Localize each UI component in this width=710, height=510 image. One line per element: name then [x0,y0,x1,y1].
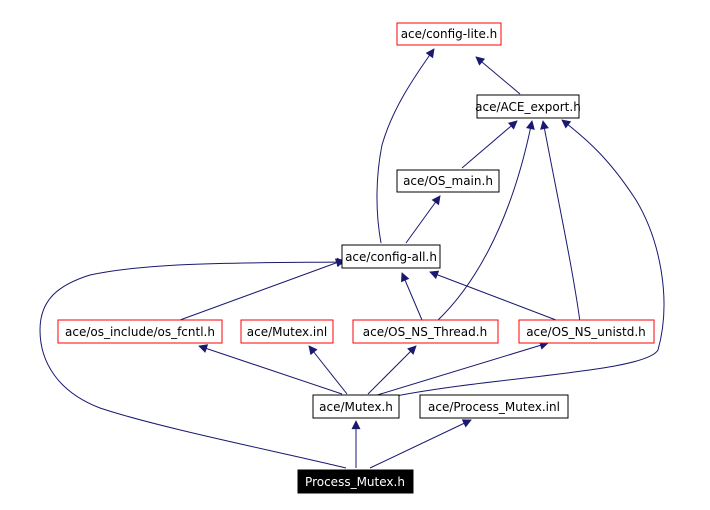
node-os-fcntl[interactable]: ace/os_include/os_fcntl.h [57,319,223,344]
node-label: ace/OS_NS_unistd.h [526,325,646,339]
node-box [396,22,502,46]
node-box [240,319,334,344]
node-label: ace/OS_main.h [403,174,493,188]
edge-process-mutex-to-config-all [39,257,347,469]
node-box [518,319,655,344]
node-os-main[interactable]: ace/OS_main.h [396,169,500,193]
node-config-all[interactable]: ace/config-all.h [341,244,441,269]
edge-unistd-to-config-all [429,270,557,321]
node-label: ace/Mutex.h [319,400,393,414]
edge-fcntl-to-config-all [179,258,345,321]
node-label: ace/config-all.h [345,250,437,264]
node-process-mutex-inl[interactable]: ace/Process_Mutex.inl [419,394,569,419]
edge-thread-to-export [435,120,535,323]
edge-config-all-to-os-main [405,195,441,244]
node-label: Process_Mutex.h [305,475,405,489]
node-box [312,394,400,419]
node-box [419,394,569,419]
node-os-ns-unistd[interactable]: ace/OS_NS_unistd.h [518,319,655,344]
node-box [297,469,414,494]
edge-mutex-h-to-unistd [373,341,549,397]
node-label: ace/Mutex.inl [247,325,327,339]
node-box [396,169,500,193]
node-process-mutex-h[interactable]: Process_Mutex.h [297,469,414,494]
edge-process-mutex-to-process-mutex-inl [369,419,472,469]
edge-thread-to-config-all [401,272,423,321]
node-os-ns-thread[interactable]: ace/OS_NS_Thread.h [352,319,499,344]
edge-mutex-h-to-fcntl [198,344,343,395]
node-box [476,94,580,119]
node-label: ace/config-lite.h [401,27,498,41]
node-box [341,244,441,269]
node-config-lite[interactable]: ace/config-lite.h [396,22,502,46]
node-mutex-h[interactable]: ace/Mutex.h [312,394,400,419]
node-box [57,319,223,344]
edge-mutex-h-to-thread [367,345,417,395]
edge-unistd-to-export [540,120,581,323]
node-mutex-inl[interactable]: ace/Mutex.inl [240,319,334,344]
node-label: ace/ACE_export.h [475,100,581,114]
edge-os-main-to-export [461,120,518,169]
node-label: ace/os_include/os_fcntl.h [65,325,215,339]
edge-export-to-config-lite [475,56,521,95]
node-label: ace/OS_NS_Thread.h [363,325,487,339]
edges [39,48,665,469]
edge-mutex-h-to-mutex-inl [308,345,348,395]
node-label: ace/Process_Mutex.inl [428,400,560,414]
node-ace-export[interactable]: ace/ACE_export.h [475,94,581,119]
edge-mutex-h-to-export [395,119,665,397]
edge-config-all-to-config-lite [376,48,435,244]
node-box [352,319,499,344]
nodes: ace/config-lite.h ace/ACE_export.h ace/O… [57,22,655,494]
